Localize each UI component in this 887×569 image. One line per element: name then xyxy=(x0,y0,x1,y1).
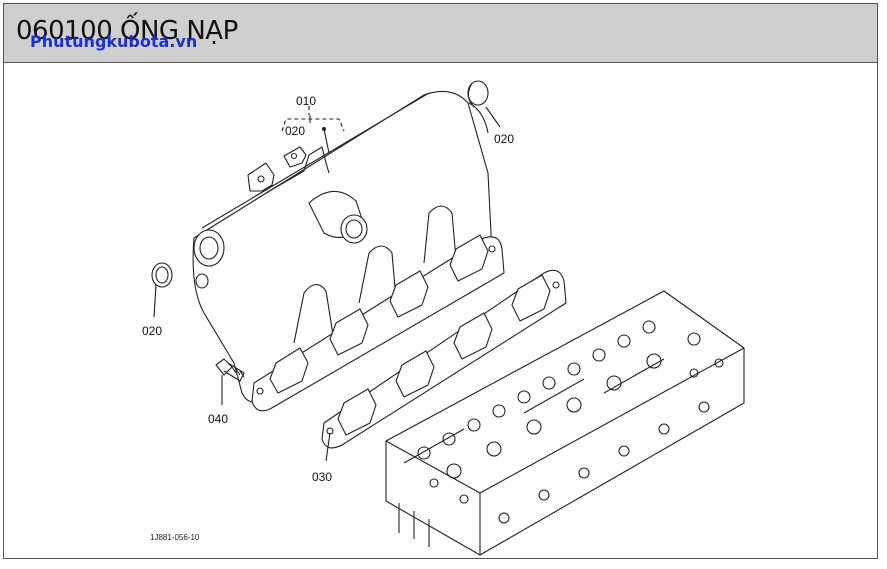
cap-left[interactable] xyxy=(151,262,173,288)
parts-diagram: 010 020 020 020 030 040 1J881-056-10 xyxy=(142,80,745,556)
manifold-gasket[interactable] xyxy=(321,269,567,449)
bolt[interactable] xyxy=(215,358,245,382)
callout-040[interactable]: 040 xyxy=(208,412,228,426)
watermark-text: Phutungkubota.vn xyxy=(30,32,198,51)
page-title: 060100 ỐNG NẠP xyxy=(16,16,238,46)
cylinder-head xyxy=(385,290,745,556)
callout-030[interactable]: 030 xyxy=(312,470,332,484)
intake-manifold[interactable] xyxy=(192,90,505,412)
drawing-code: 1J881-056-10 xyxy=(150,533,200,542)
cap-right[interactable] xyxy=(467,80,489,108)
page-frame: 060100 ỐNG NẠP Phutungkubota.vn xyxy=(3,3,878,559)
callout-020-top[interactable]: 020 xyxy=(285,124,305,138)
header-bar: 060100 ỐNG NẠP Phutungkubota.vn xyxy=(4,4,877,63)
callout-010[interactable]: 010 xyxy=(296,94,316,108)
callout-020-cap[interactable]: 020 xyxy=(494,132,514,146)
callout-020-left[interactable]: 020 xyxy=(142,324,162,338)
diagram-canvas: 010 020 020 020 030 040 1J881-056-10 xyxy=(4,63,879,559)
